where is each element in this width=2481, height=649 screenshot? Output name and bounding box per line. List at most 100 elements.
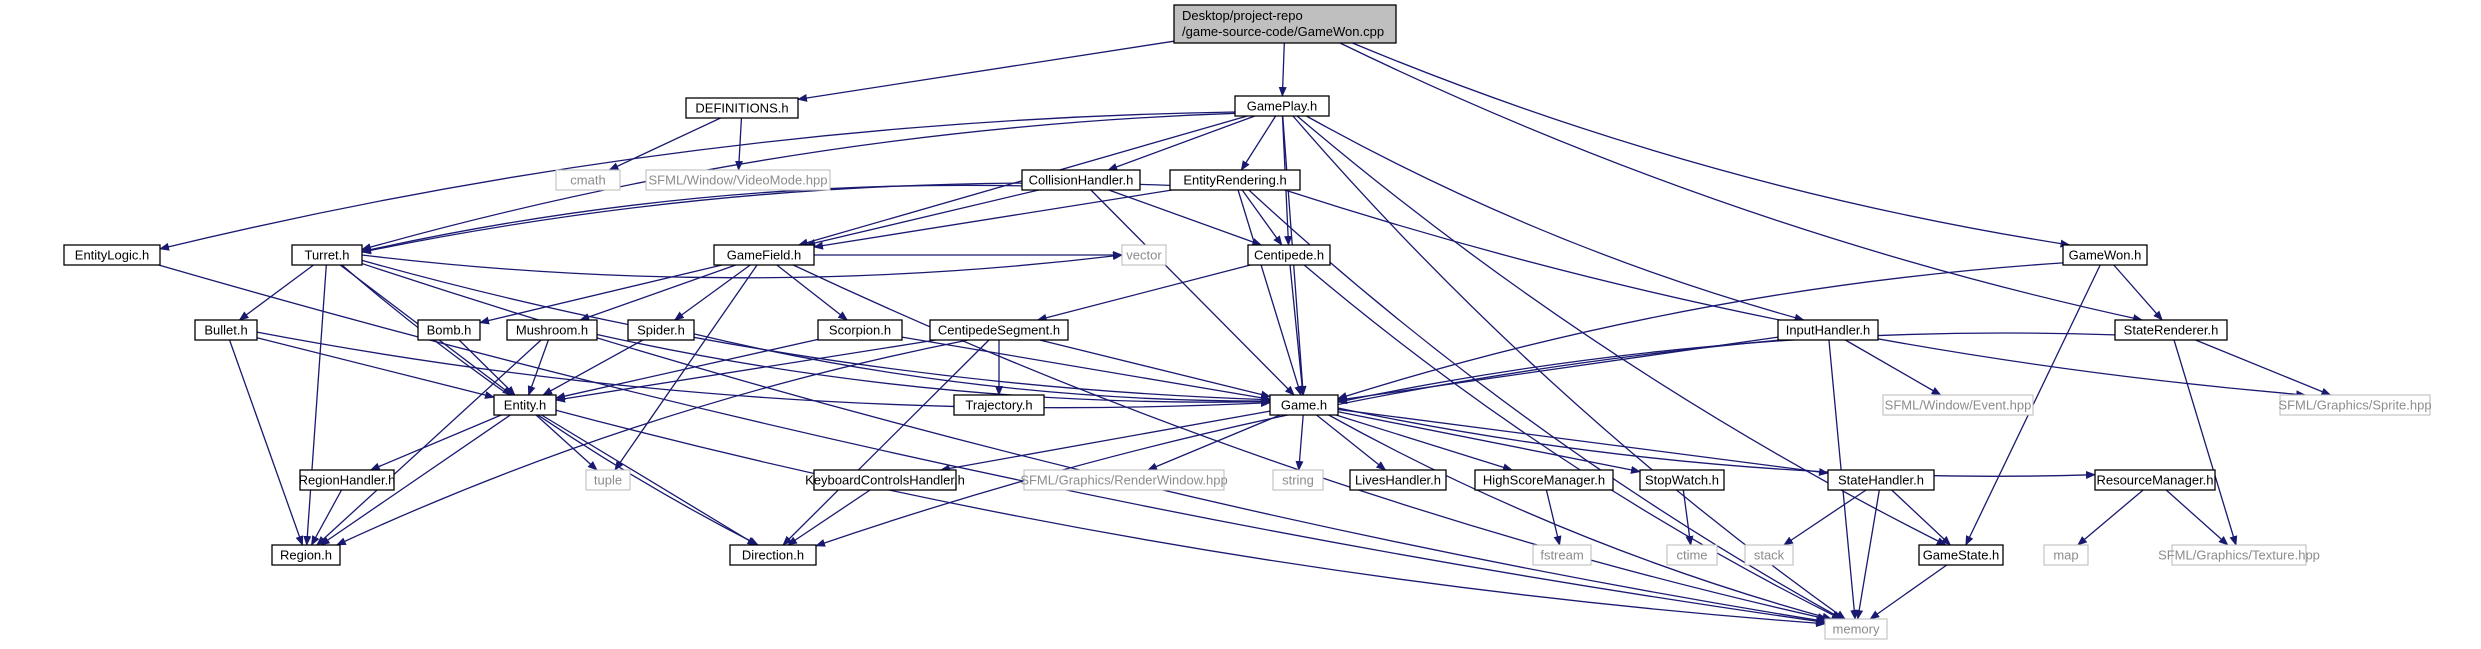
node-box-bullet: [194, 319, 258, 341]
node-input[interactable]: InputHandler.h: [1777, 319, 1879, 341]
node-box-statehand: [1827, 469, 1935, 491]
node-centseg[interactable]: CentipedeSegment.h: [929, 319, 1069, 341]
node-stack: stack: [1744, 544, 1794, 566]
node-videomode: SFML/Window/VideoMode.hpp: [645, 169, 831, 191]
node-gamewon[interactable]: GameWon.h: [2062, 244, 2148, 266]
edge-bomb-to-entity: [458, 339, 516, 396]
node-highscore[interactable]: HighScoreManager.h: [1474, 469, 1614, 491]
node-label-region: Region.h: [280, 548, 332, 563]
edge-entity-to-direction: [541, 414, 758, 546]
node-collision[interactable]: CollisionHandler.h: [1021, 169, 1141, 191]
node-keyboard[interactable]: KeyboardControlsHandler.h: [805, 469, 965, 491]
node-bomb[interactable]: Bomb.h: [417, 319, 481, 341]
edge-bullet-to-region: [228, 339, 304, 546]
node-entrender[interactable]: EntityRendering.h: [1169, 169, 1301, 191]
edge-gamefield-to-scorpion: [776, 264, 848, 321]
node-box-string: [1272, 469, 1324, 491]
node-label-collision: CollisionHandler.h: [1029, 173, 1134, 188]
edge-gamestate-to-memory: [1869, 564, 1948, 620]
node-label-vector: vector: [1126, 248, 1162, 263]
edge-gameplay-to-collision: [1107, 115, 1256, 171]
edge-centipede-to-memory: [1303, 264, 1842, 620]
node-box-sprite: [2279, 394, 2431, 416]
node-label-sprite: SFML/Graphics/Sprite.hpp: [2278, 398, 2431, 413]
node-string: string: [1272, 469, 1324, 491]
node-region[interactable]: Region.h: [271, 544, 341, 566]
node-regionh[interactable]: RegionHandler.h: [299, 469, 396, 491]
node-label-tuple: tuple: [594, 473, 622, 488]
node-root[interactable]: Desktop/project-repo/game-source-code/Ga…: [1173, 4, 1397, 44]
node-box-event: [1882, 394, 2034, 416]
node-box-keyboard: [813, 469, 957, 491]
edge-gamefield-to-bomb: [479, 264, 723, 325]
node-map: map: [2043, 544, 2089, 566]
node-vector: vector: [1121, 244, 1167, 266]
edge-highscore-to-fstream: [1545, 489, 1562, 546]
node-mushroom[interactable]: Mushroom.h: [506, 319, 598, 341]
node-resource[interactable]: ResourceManager.h: [2094, 469, 2216, 491]
node-event: SFML/Window/Event.hpp: [1882, 394, 2034, 416]
edge-collision-to-turret: [361, 184, 1023, 254]
node-defs[interactable]: DEFINITIONS.h: [685, 97, 799, 119]
node-label-ctime: ctime: [1676, 548, 1707, 563]
edge-entrender-to-gamefield: [813, 189, 1173, 250]
node-gamefield[interactable]: GameField.h: [713, 244, 815, 266]
node-label-regionh: RegionHandler.h: [299, 473, 396, 488]
edge-entrender-to-centipede: [1241, 189, 1283, 246]
node-label-entity: Entity.h: [504, 398, 546, 413]
node-entity[interactable]: Entity.h: [493, 394, 557, 416]
node-box-gamefield: [713, 244, 815, 266]
node-scorpion[interactable]: Scorpion.h: [817, 319, 903, 341]
node-box-spider: [627, 319, 695, 341]
node-game[interactable]: Game.h: [1269, 394, 1339, 416]
edge-input-to-direction: [815, 339, 1782, 547]
node-box-cmath: [555, 169, 621, 191]
node-centipede[interactable]: Centipede.h: [1247, 244, 1331, 266]
node-renderwin: SFML/Graphics/RenderWindow.hpp: [1020, 469, 1228, 491]
edge-bullet-to-game: [256, 331, 1271, 409]
node-turret[interactable]: Turret.h: [291, 244, 363, 266]
edge-regionh-to-region: [310, 489, 343, 546]
edge-defs-to-videomode: [735, 117, 744, 171]
edge-collision-to-game: [1090, 189, 1295, 396]
node-lives[interactable]: LivesHandler.h: [1349, 469, 1447, 491]
node-label-event: SFML/Window/Event.hpp: [1885, 398, 2032, 413]
node-trajectory[interactable]: Trajectory.h: [953, 394, 1045, 416]
edge-staterend-to-sprite: [2195, 339, 2332, 396]
node-box-bomb: [417, 319, 481, 341]
edge-root-to-gameplay: [1278, 42, 1287, 97]
node-direction[interactable]: Direction.h: [729, 544, 817, 566]
node-spider[interactable]: Spider.h: [627, 319, 695, 341]
edge-centipede-to-game: [1289, 264, 1307, 396]
node-label-root-0: Desktop/project-repo: [1182, 8, 1303, 23]
edge-resource-to-map: [2077, 489, 2144, 546]
node-label-cmath: cmath: [570, 173, 605, 188]
node-entlogic[interactable]: EntityLogic.h: [63, 244, 161, 266]
edge-gameplay-to-gamestate: [1296, 115, 1947, 546]
node-gameplay[interactable]: GamePlay.h: [1234, 95, 1330, 117]
edge-centseg-to-entity: [555, 339, 936, 403]
edge-turret-to-region: [303, 264, 327, 546]
node-stopwatch[interactable]: StopWatch.h: [1639, 469, 1725, 491]
edge-resource-to-texture: [2165, 489, 2229, 546]
node-label-keyboard: KeyboardControlsHandler.h: [805, 473, 965, 488]
edge-centseg-to-region: [335, 339, 969, 546]
node-label-direction: Direction.h: [742, 548, 804, 563]
edge-defs-to-cmath: [608, 117, 721, 171]
edge-turret-to-bullet: [238, 264, 314, 321]
edge-root-to-staterend: [1339, 42, 2144, 323]
node-box-gamestate: [1918, 544, 2004, 566]
node-staterend[interactable]: StateRenderer.h: [2114, 319, 2228, 341]
edge-collision-to-gamefield: [805, 189, 1039, 247]
node-label-spider: Spider.h: [637, 323, 685, 338]
node-box-videomode: [645, 169, 831, 191]
node-label-mushroom: Mushroom.h: [516, 323, 588, 338]
node-bullet[interactable]: Bullet.h: [194, 319, 258, 341]
edge-entity-to-memory: [555, 409, 1826, 628]
edge-statehand-to-memory: [1855, 489, 1880, 620]
edge-game-to-string: [1295, 414, 1304, 471]
edge-collision-to-centipede: [1108, 189, 1263, 246]
node-statehand[interactable]: StateHandler.h: [1827, 469, 1935, 491]
edge-game-to-keyboard: [939, 410, 1271, 473]
node-gamestate[interactable]: GameState.h: [1918, 544, 2004, 566]
